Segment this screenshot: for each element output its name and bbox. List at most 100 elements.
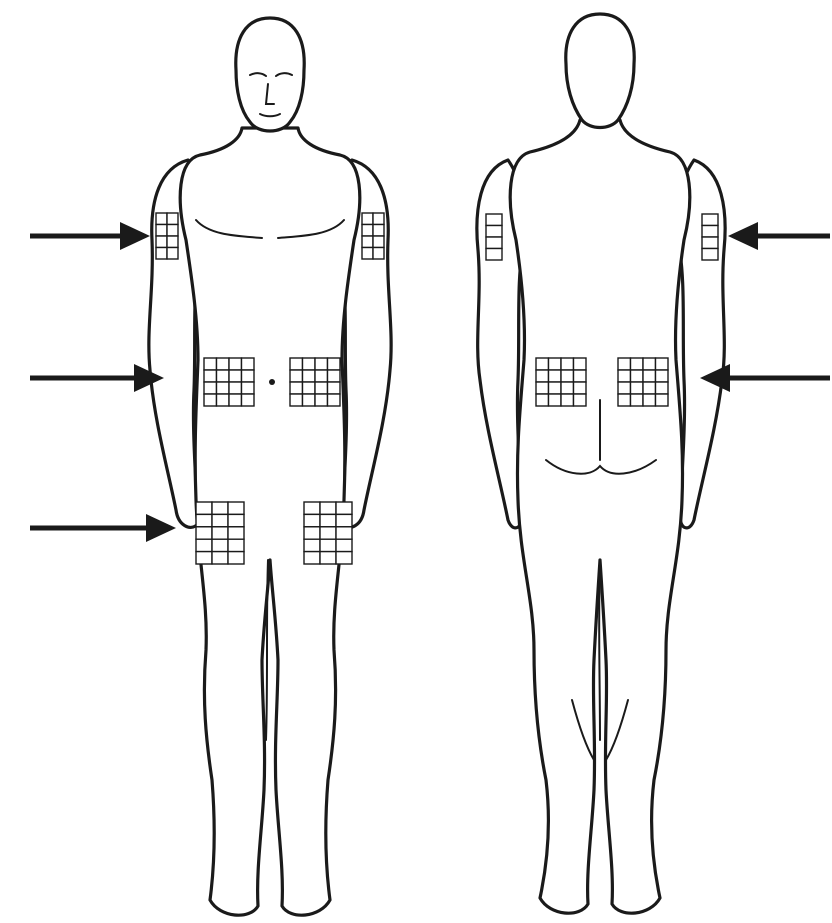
back-upper-arm-right-site-grid: [702, 214, 718, 260]
grid-cell: [156, 236, 167, 248]
back-leg-inner-line: [599, 560, 600, 740]
grid-cell: [561, 370, 574, 382]
grid-cell: [336, 552, 352, 564]
grid-cell: [217, 358, 230, 370]
grid-cell: [315, 370, 328, 382]
grid-cell: [561, 394, 574, 406]
arrow-head: [146, 514, 176, 542]
grid-cell: [217, 382, 230, 394]
grid-cell: [536, 370, 549, 382]
grid-cell: [167, 213, 178, 225]
grid-cell: [328, 370, 341, 382]
back-head: [566, 14, 634, 128]
grid-cell: [549, 382, 562, 394]
grid-cell: [549, 394, 562, 406]
grid-cell: [373, 236, 384, 248]
grid-cell: [229, 382, 242, 394]
grid-cell: [656, 370, 669, 382]
grid-cell: [549, 370, 562, 382]
grid-cell: [320, 552, 336, 564]
grid-cell: [373, 225, 384, 237]
grid-cell: [656, 358, 669, 370]
grid-cell: [631, 370, 644, 382]
grid-cell: [631, 358, 644, 370]
back-body: [510, 120, 690, 913]
grid-cell: [156, 213, 167, 225]
grid-cell: [196, 539, 212, 551]
grid-cell: [228, 552, 244, 564]
grid-cell: [304, 514, 320, 526]
grid-cell: [618, 358, 631, 370]
grid-cell: [196, 527, 212, 539]
front-thigh-right-site-grid: [304, 502, 352, 564]
grid-cell: [242, 370, 255, 382]
grid-cell: [196, 552, 212, 564]
grid-cell: [362, 236, 373, 248]
grid-cell: [362, 225, 373, 237]
grid-cell: [204, 358, 217, 370]
grid-cell: [228, 514, 244, 526]
grid-cell: [167, 225, 178, 237]
grid-cell: [336, 514, 352, 526]
grid-cell: [303, 358, 316, 370]
grid-cell: [643, 394, 656, 406]
grid-cell: [320, 527, 336, 539]
grid-cell: [561, 358, 574, 370]
grid-cell: [228, 527, 244, 539]
front-abdomen-left-site-grid: [204, 358, 254, 406]
grid-cell: [362, 213, 373, 225]
grid-cell: [212, 502, 228, 514]
grid-cell: [702, 249, 718, 261]
grid-cell: [549, 358, 562, 370]
grid-cell: [536, 382, 549, 394]
back-figure: [477, 14, 725, 913]
grid-cell: [618, 394, 631, 406]
grid-cell: [290, 394, 303, 406]
grid-cell: [702, 237, 718, 249]
arrow-head: [728, 222, 758, 250]
grid-cell: [229, 394, 242, 406]
grid-cell: [290, 382, 303, 394]
grid-cell: [290, 370, 303, 382]
grid-cell: [303, 382, 316, 394]
grid-cell: [156, 248, 167, 260]
grid-cell: [574, 358, 587, 370]
grid-cell: [304, 502, 320, 514]
front-abdomen-right-site-grid: [290, 358, 340, 406]
grid-cell: [315, 358, 328, 370]
grid-cell: [328, 382, 341, 394]
grid-cell: [486, 249, 502, 261]
front-thigh-left-site-grid: [196, 502, 244, 564]
grid-cell: [561, 382, 574, 394]
arrow-head: [120, 222, 150, 250]
grid-cell: [618, 370, 631, 382]
grid-cell: [156, 225, 167, 237]
grid-cell: [643, 370, 656, 382]
back-upper-arm-left-site-grid: [486, 214, 502, 260]
grid-cell: [204, 394, 217, 406]
back-lower-back-left-site-grid: [536, 358, 586, 406]
grid-cell: [618, 382, 631, 394]
grid-cell: [362, 248, 373, 260]
arrow-right-icon: [30, 364, 164, 392]
arrow-right-icon: [30, 222, 150, 250]
grid-cell: [656, 382, 669, 394]
arrow-left-icon: [728, 222, 830, 250]
grid-cell: [229, 358, 242, 370]
grid-cell: [204, 382, 217, 394]
grid-cell: [656, 394, 669, 406]
grid-cell: [574, 370, 587, 382]
grid-cell: [320, 539, 336, 551]
grid-cell: [229, 370, 242, 382]
grid-cell: [373, 248, 384, 260]
back-lower-back-right-site-grid: [618, 358, 668, 406]
front-head: [236, 18, 304, 131]
grid-cell: [315, 382, 328, 394]
front-figure: [149, 18, 391, 915]
grid-cell: [536, 358, 549, 370]
grid-cell: [631, 382, 644, 394]
arrow-right-icon: [30, 514, 176, 542]
grid-cell: [167, 248, 178, 260]
grid-cell: [242, 358, 255, 370]
